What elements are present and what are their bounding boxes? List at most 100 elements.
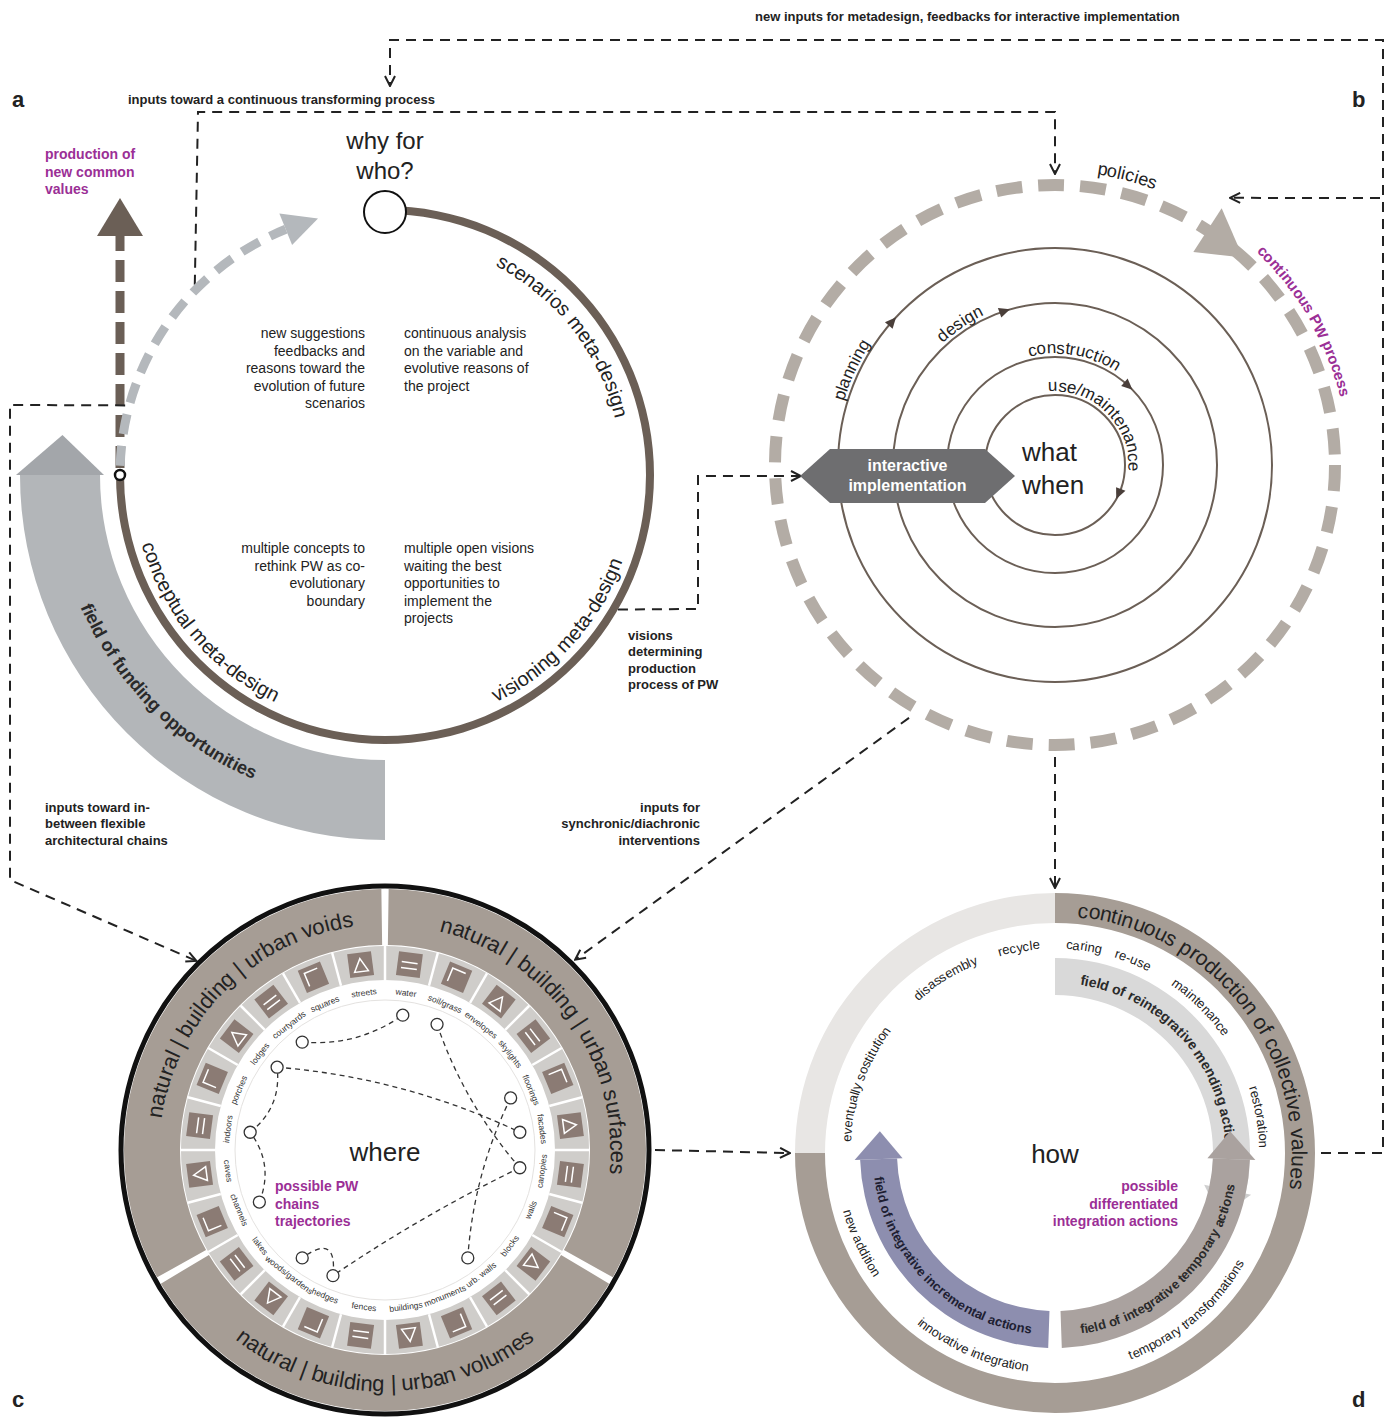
- glyph: n: [1046, 339, 1056, 356]
- hexagon-shape: [800, 449, 1015, 503]
- icon-glyph: [447, 1314, 465, 1332]
- policies-arrow-head: [1193, 208, 1243, 257]
- surfaces-band: natural | building | urban surfaces: [385, 884, 654, 1284]
- glyph: v: [1288, 1127, 1310, 1139]
- icon-square: [482, 985, 516, 1019]
- trajectory-line: [468, 1098, 511, 1258]
- icon-glyph: [563, 1118, 578, 1134]
- outer-ring: [121, 886, 649, 1414]
- tile-separator: [208, 1048, 237, 1065]
- glyph: s: [340, 909, 354, 932]
- trajectory-line: [277, 1067, 520, 1132]
- icon-square: [254, 1282, 288, 1316]
- tile-separator: [283, 1297, 300, 1326]
- trajectory-line: [250, 1067, 278, 1132]
- icon-glyph: [549, 1069, 567, 1087]
- where-circle: wherepossible PW chains trajectorieswate…: [118, 883, 653, 1418]
- node-text: natural | building | urban surfaces: [423, 910, 633, 1191]
- tile-separator: [384, 1320, 387, 1354]
- icon-tile: [482, 1282, 516, 1316]
- icon-square: [347, 1322, 374, 1349]
- funding-band: field of funding opportunities: [15, 415, 390, 847]
- node-text: how: [1005, 1138, 1105, 1171]
- glyph: |: [297, 1359, 310, 1382]
- glyph: c: [1066, 938, 1073, 951]
- tile-separator: [241, 1270, 265, 1294]
- icon-tile: [396, 951, 423, 978]
- node-text: natural | building | urban voids: [140, 905, 370, 1135]
- flow-arrow: [655, 1150, 789, 1153]
- funding-band-arc: [20, 475, 385, 840]
- panel-letter: d: [1352, 1386, 1365, 1414]
- flow-arrow: [1231, 198, 1383, 1153]
- icon-glyph: [203, 1069, 221, 1087]
- icon-square: [186, 1112, 213, 1139]
- trajectory-dot: [462, 1252, 474, 1264]
- tile-separator: [332, 1314, 341, 1347]
- icon-square: [254, 985, 288, 1019]
- icon-tile: [557, 1161, 584, 1188]
- node-text: field of funding opportunities: [64, 591, 267, 795]
- node-text: multiple open visions waiting the best o…: [404, 540, 534, 628]
- node-text: planning: [828, 331, 885, 415]
- node-text: new suggestions feedbacks and reasons to…: [237, 325, 365, 413]
- icon-square: [517, 1247, 551, 1281]
- tile-separator: [532, 1235, 561, 1252]
- icon-glyph: [228, 1027, 247, 1046]
- glyph: e: [1032, 938, 1040, 952]
- trajectory-line: [250, 1132, 265, 1202]
- glyph: g: [1093, 941, 1103, 955]
- tile-separator: [208, 1235, 237, 1252]
- trajectory-dot: [296, 1252, 308, 1264]
- icon-glyph: [549, 1212, 567, 1230]
- node-text: multiple concepts to rethink PW as co-ev…: [237, 540, 365, 610]
- icon-tile: [347, 1322, 374, 1349]
- glyph: a: [1288, 1138, 1309, 1150]
- shape-outline: [110, 85, 662, 747]
- glyph: u: [1048, 377, 1058, 394]
- edge-label: visions determining production process o…: [628, 628, 738, 693]
- tile-separator: [188, 1097, 221, 1106]
- node-text: where: [335, 1136, 435, 1169]
- glyph: d: [875, 1193, 890, 1204]
- icon-tile: [186, 1161, 213, 1188]
- icon-ring: [181, 946, 589, 1354]
- icon-tile: [347, 951, 374, 978]
- node-text: possible differentiated integration acti…: [1046, 1178, 1178, 1231]
- icon-square: [298, 962, 329, 993]
- glyph: e: [606, 1151, 628, 1164]
- trajectory-dot: [514, 1126, 526, 1138]
- shape-outline: [150, 1250, 620, 1418]
- glyph: |: [390, 1373, 396, 1395]
- flow-arrow: [195, 112, 1055, 285]
- values-band: [795, 893, 1315, 1413]
- tile-separator: [384, 946, 387, 980]
- icon-square: [396, 1322, 423, 1349]
- tile-separator: [429, 1314, 438, 1347]
- recycle-band: [795, 893, 1055, 1153]
- icon-tile: [482, 985, 516, 1019]
- trajectory-line: [333, 1168, 520, 1276]
- icon-square: [441, 962, 472, 993]
- tile-separator: [429, 953, 438, 986]
- icon-glyph: [565, 1166, 573, 1183]
- surfaces-band-arc: [388, 889, 646, 1277]
- icon-glyph: [490, 1290, 506, 1305]
- start-dot: [115, 470, 125, 480]
- edge-label: inputs toward a continuous transforming …: [128, 92, 435, 108]
- glyph: c: [606, 1140, 628, 1151]
- volumes-band-arc: [161, 1255, 609, 1411]
- tile-separator: [470, 973, 487, 1002]
- tile-separator: [470, 1297, 487, 1326]
- meta-design-circle: why for who?scenarios meta-designconcept…: [110, 85, 662, 747]
- node-text: continuous analysis on the variable and …: [404, 325, 532, 395]
- icon-glyph: [489, 993, 508, 1012]
- tile-separator: [549, 1194, 582, 1203]
- node-text: field of integrative incremental actions: [862, 1166, 1040, 1346]
- icon-tile: [254, 1282, 288, 1316]
- volumes-band: natural | building | urban volumes: [150, 1250, 620, 1418]
- trajectory-dot: [271, 1061, 283, 1073]
- icon-square: [482, 1282, 516, 1316]
- node-text: possible PW chains trajectories: [275, 1178, 375, 1231]
